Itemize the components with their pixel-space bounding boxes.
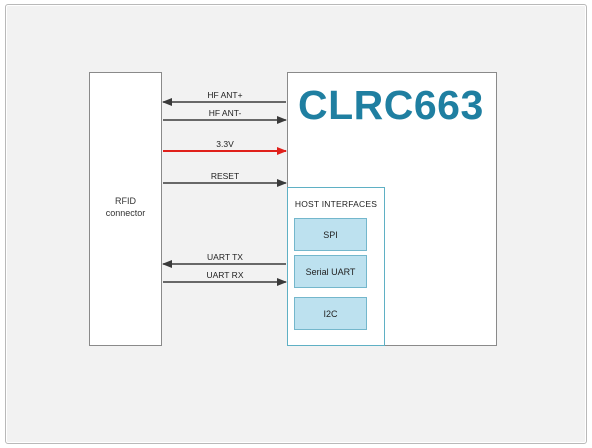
rfid-connector-label: RFID connector bbox=[105, 196, 146, 218]
interface-i2c: I2C bbox=[294, 297, 367, 330]
signal-label-3-3v: 3.3V bbox=[216, 139, 234, 149]
host-interfaces-title: HOST INTERFACES bbox=[294, 199, 378, 209]
interface-spi: SPI bbox=[294, 218, 367, 251]
signal-label-uart-tx: UART TX bbox=[207, 252, 243, 262]
signal-label-uart-rx: UART RX bbox=[206, 270, 244, 280]
signal-label-hf-ant: HF ANT- bbox=[208, 108, 242, 118]
signal-label-hf-ant: HF ANT+ bbox=[207, 90, 243, 100]
chip-title: CLRC663 bbox=[298, 82, 484, 128]
signal-label-reset: RESET bbox=[210, 171, 240, 181]
host-interfaces-block: HOST INTERFACES SPI Serial UART I2C bbox=[287, 187, 385, 346]
interface-serial-uart: Serial UART bbox=[294, 255, 367, 288]
rfid-connector-block: RFID connector bbox=[89, 72, 162, 346]
